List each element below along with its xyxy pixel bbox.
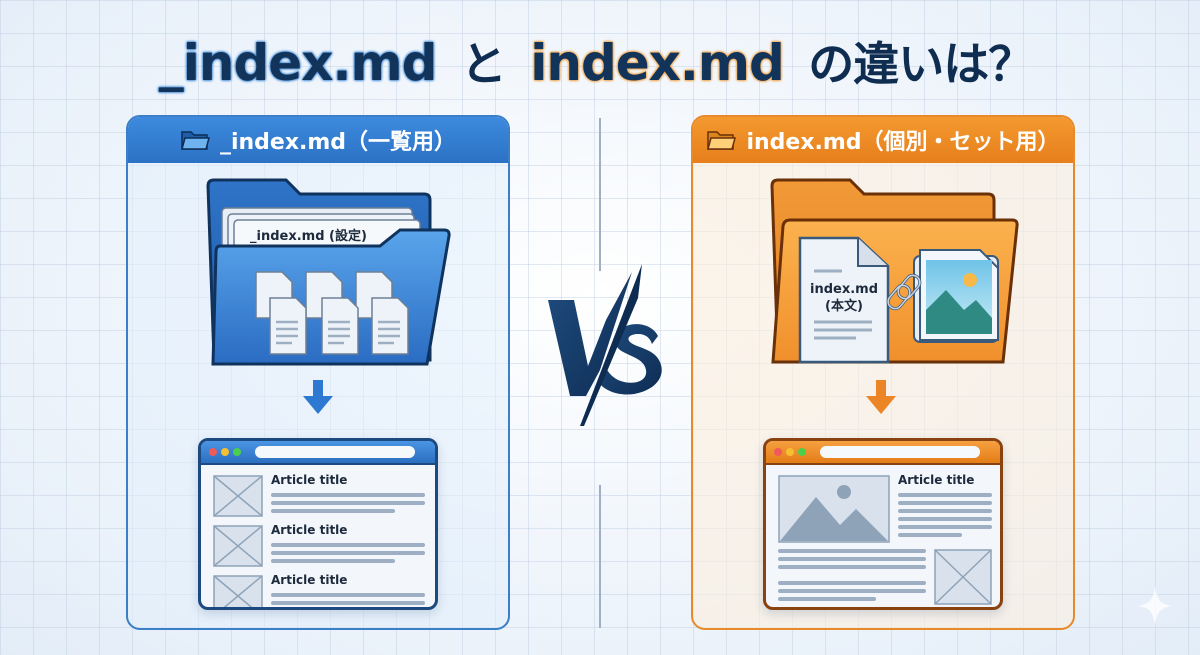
vs-icon (548, 264, 662, 426)
folder-with-bundle-icon: index.md (本文) (770, 178, 1019, 364)
arrow-down-icon (303, 380, 333, 414)
panel-header-underscore-index: _index.md（一覧用） (128, 117, 508, 163)
page-title: _index.md と index.md の違いは？ (0, 28, 1200, 94)
panel-header-label: _index.md（一覧用） (219, 130, 457, 155)
panel-header-label: index.md（個別・セット用） (746, 130, 1060, 155)
image-placeholder-icon (213, 475, 263, 517)
title-index: index.md (530, 34, 785, 92)
browser-titlebar (766, 441, 1000, 465)
title-question: の違いは？ (808, 37, 1034, 91)
image-placeholder-icon (934, 549, 992, 605)
browser-article-view: Article title (763, 438, 1003, 610)
title-underscore-index: _index.md (158, 34, 438, 92)
close-dot (209, 448, 217, 456)
minimize-dot (221, 448, 229, 456)
browser-titlebar (201, 441, 435, 465)
address-bar (820, 446, 980, 458)
maximize-dot (233, 448, 241, 456)
arrow-down-icon (866, 380, 896, 414)
folder-icon (707, 131, 737, 150)
article-title: Article title (898, 473, 975, 487)
title-connector: と (460, 37, 507, 91)
article-title: Article title (271, 573, 348, 587)
article-title: Article title (271, 523, 348, 537)
image-placeholder-icon (213, 525, 263, 567)
panel-header-index: index.md（個別・セット用） (693, 117, 1073, 163)
maximize-dot (798, 448, 806, 456)
browser-list-view: Article title Article title Article titl… (198, 438, 438, 610)
center-divider (599, 118, 601, 628)
sparkle-icon (1138, 586, 1172, 626)
address-bar (255, 446, 415, 458)
doc-label-line2: (本文) (825, 298, 863, 314)
close-dot (774, 448, 782, 456)
hero-image-icon (778, 475, 890, 543)
minimize-dot (786, 448, 794, 456)
doc-label-line1: index.md (810, 282, 878, 297)
article-title: Article title (271, 473, 348, 487)
folder-with-list-pages-icon: _index.md (設定) (206, 178, 451, 366)
folder-label: _index.md (設定) (250, 228, 367, 244)
folder-icon (180, 131, 210, 150)
image-placeholder-icon (213, 575, 263, 607)
